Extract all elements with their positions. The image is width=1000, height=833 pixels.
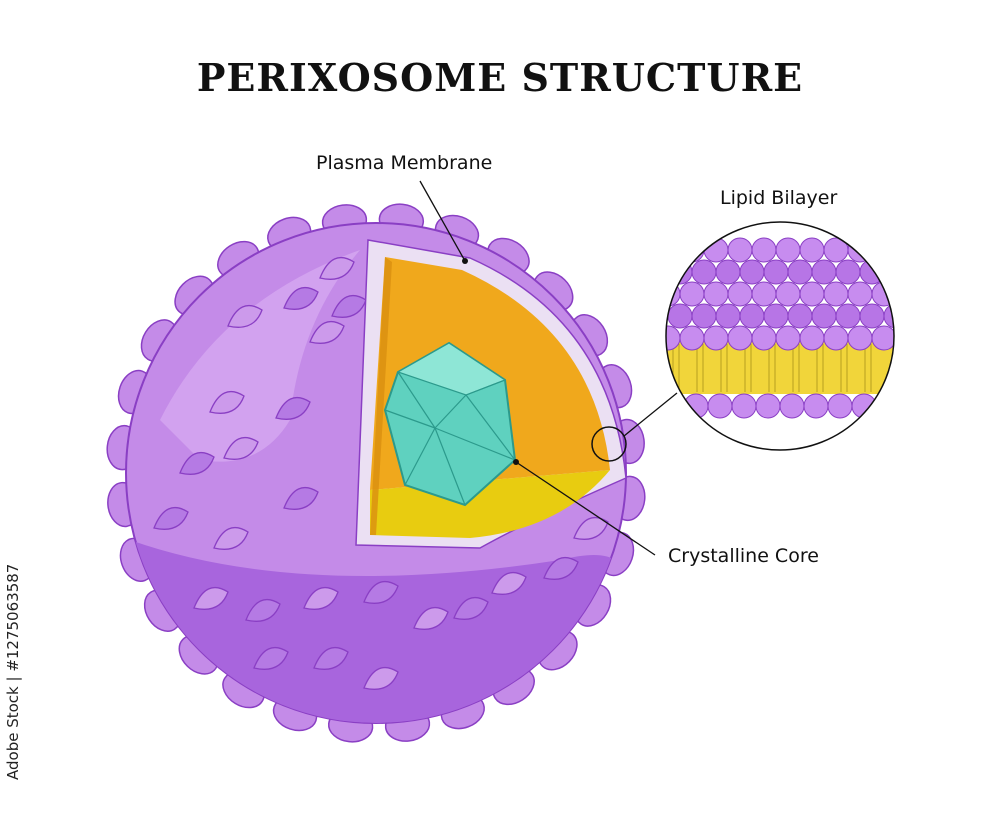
- lipid-head: [763, 259, 789, 285]
- lipid-head: [787, 303, 813, 329]
- lipid-head: [703, 281, 729, 307]
- surface-protein: [179, 452, 215, 475]
- lipid-head: [739, 303, 765, 329]
- lipid-head: [715, 303, 741, 329]
- lipid-head: [775, 237, 801, 263]
- surface-protein: [319, 257, 355, 280]
- lipid-head: [787, 259, 813, 285]
- lipid-head: [799, 281, 825, 307]
- lipid-head: [679, 237, 705, 263]
- lipid-head: [823, 325, 849, 351]
- lipid-head: [727, 325, 753, 351]
- lipid-head: [731, 393, 757, 419]
- surface-protein: [153, 507, 189, 530]
- surface-protein: [413, 607, 449, 630]
- lipid-head: [851, 393, 877, 419]
- lipid-head: [835, 259, 861, 285]
- lipid-head: [666, 237, 681, 263]
- surface-protein: [363, 667, 399, 690]
- lipid-head: [811, 303, 837, 329]
- lipid-head: [811, 259, 837, 285]
- lipid-head: [871, 281, 894, 307]
- lipid-head: [691, 259, 717, 285]
- surface-protein: [453, 597, 489, 620]
- lipid-head: [799, 237, 825, 263]
- surface-protein: [253, 647, 289, 670]
- lipid-head: [827, 393, 853, 419]
- lipid-head: [775, 325, 801, 351]
- callout-lines: [419, 180, 678, 556]
- lipid-head: [779, 393, 805, 419]
- surface-protein: [209, 391, 245, 414]
- lipid-head: [691, 303, 717, 329]
- lipid-head: [883, 303, 894, 329]
- lipid-head: [707, 393, 733, 419]
- lipid-bilayer-zoom: [665, 221, 895, 451]
- surface-protein: [213, 527, 249, 550]
- lipid-head: [859, 303, 885, 329]
- surface-protein: [491, 572, 527, 595]
- lipid-head: [823, 281, 849, 307]
- lipid-head: [763, 303, 789, 329]
- surface-protein: [283, 487, 319, 510]
- lipid-head: [679, 325, 705, 351]
- lipid-head: [727, 237, 753, 263]
- lipid-head: [883, 259, 894, 285]
- lipid-head: [751, 281, 777, 307]
- surface-protein: [309, 321, 345, 344]
- surface-protein: [363, 581, 399, 604]
- lipid-head: [739, 259, 765, 285]
- surface-protein: [573, 517, 609, 540]
- lipid-head: [875, 393, 894, 419]
- lipid-head: [775, 281, 801, 307]
- surface-protein: [193, 587, 229, 610]
- lipid-bilayer-label: Lipid Bilayer: [720, 187, 838, 209]
- lipid-head: [666, 281, 681, 307]
- surface-protein: [543, 557, 579, 580]
- lipid-head: [703, 325, 729, 351]
- diagram-title: PERIXOSOME STRUCTURE: [196, 55, 804, 100]
- surface-protein: [303, 587, 339, 610]
- zoom-source-circle: [591, 426, 627, 462]
- lipid-head: [666, 325, 681, 351]
- plasma-membrane-label: Plasma Membrane: [316, 152, 493, 174]
- lipid-head: [751, 237, 777, 263]
- lipid-head: [803, 393, 829, 419]
- crystalline-core-label: Crystalline Core: [668, 545, 819, 567]
- stock-id-watermark: Adobe Stock | #1275063587: [4, 563, 22, 780]
- lipid-head: [871, 237, 894, 263]
- lipid-head: [859, 259, 885, 285]
- surface-protein: [245, 599, 281, 622]
- lipid-head: [727, 281, 753, 307]
- surface-protein: [313, 647, 349, 670]
- surface-protein: [227, 305, 263, 328]
- lipid-head: [799, 325, 825, 351]
- surface-proteins: [153, 257, 609, 690]
- lipid-head: [715, 259, 741, 285]
- lipid-head: [847, 281, 873, 307]
- lipid-head: [847, 325, 873, 351]
- crystalline-core: [383, 341, 517, 507]
- lipid-head: [755, 393, 781, 419]
- lipid-head: [835, 303, 861, 329]
- surface-protein: [275, 397, 311, 420]
- lipid-head: [667, 303, 693, 329]
- lipid-head: [847, 237, 873, 263]
- lipid-head: [683, 393, 709, 419]
- lipid-head: [679, 281, 705, 307]
- surface-protein: [223, 437, 259, 460]
- surface-protein: [283, 287, 319, 310]
- lipid-head: [871, 325, 894, 351]
- lipid-head: [751, 325, 777, 351]
